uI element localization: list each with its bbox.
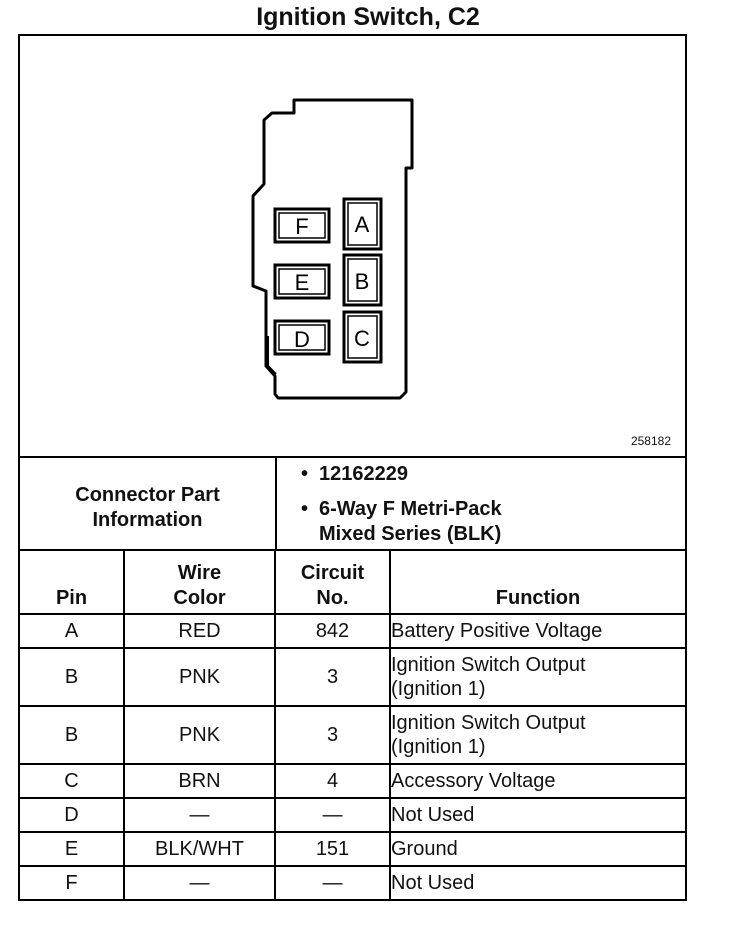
connector-info-row: Connector Part Information 12162229 6-Wa…	[20, 456, 685, 551]
cell-wire-color: BRN	[123, 763, 276, 799]
table-row: A RED 842 Battery Positive Voltage	[20, 613, 685, 649]
connector-description-line2: Mixed Series (BLK)	[319, 523, 502, 545]
connector-frame: F E D A B	[18, 34, 687, 901]
cavity-label-b: B	[355, 269, 370, 294]
connector-key	[267, 336, 277, 375]
cell-function-line1: Not Used	[391, 804, 475, 826]
cell-circuit: 151	[274, 831, 391, 867]
cavity-label-f: F	[295, 214, 308, 239]
cell-circuit: 3	[274, 705, 391, 765]
cavity-label-e: E	[295, 270, 310, 295]
cell-pin: D	[20, 797, 125, 833]
cell-wire-color: RED	[123, 613, 276, 649]
page-title: Ignition Switch, C2	[256, 3, 480, 31]
cavity-label-c: C	[354, 326, 370, 351]
header-circuit-line1: Circuit	[300, 562, 365, 584]
cavity-a: A	[342, 197, 383, 251]
cell-wire-color: —	[123, 865, 276, 899]
connector-housing	[251, 98, 414, 400]
cavity-e: E	[273, 263, 331, 300]
cell-function-line2: (Ignition 1)	[391, 678, 486, 700]
table-header-row: Pin Wire Color Circuit No. Function	[20, 549, 685, 615]
cell-function: Ignition Switch Output (Ignition 1)	[389, 647, 685, 707]
cell-wire-color: PNK	[123, 647, 276, 707]
cavity-b: B	[342, 253, 383, 307]
connector-face-drawing: F E D A B	[251, 98, 414, 400]
cell-function-line1: Ground	[391, 838, 458, 860]
connector-info-label-line1: Connector Part	[75, 483, 220, 506]
cell-function: Not Used	[389, 797, 685, 833]
cell-wire-color: PNK	[123, 705, 276, 765]
cell-circuit: 3	[274, 647, 391, 707]
cell-function-line1: Battery Positive Voltage	[391, 620, 603, 642]
table-row: E BLK/WHT 151 Ground	[20, 831, 685, 867]
cell-wire-color: —	[123, 797, 276, 833]
connector-info-list: 12162229 6-Way F Metri-Pack Mixed Series…	[277, 458, 685, 551]
cell-pin: C	[20, 763, 125, 799]
figure-id: 258182	[630, 434, 671, 448]
part-number: 12162229	[301, 462, 408, 487]
connector-diagram: F E D A B	[20, 36, 685, 456]
cell-function: Not Used	[389, 865, 685, 899]
cell-function-line1: Ignition Switch Output	[391, 712, 586, 734]
cell-function: Ignition Switch Output (Ignition 1)	[389, 705, 685, 765]
cavity-f: F	[273, 207, 331, 244]
cell-circuit: —	[274, 797, 391, 833]
connector-description: 6-Way F Metri-Pack Mixed Series (BLK)	[301, 497, 502, 547]
cell-function: Ground	[389, 831, 685, 867]
header-pin: Pin	[20, 549, 125, 615]
header-wire-line1: Wire	[177, 562, 222, 584]
table-row: F — — Not Used	[20, 865, 685, 899]
header-circuit-line2: No.	[316, 587, 349, 609]
header-circuit-no: Circuit No.	[274, 549, 391, 615]
cell-function-line1: Accessory Voltage	[391, 770, 556, 792]
cavity-label-d: D	[294, 327, 310, 352]
table-row: B PNK 3 Ignition Switch Output (Ignition…	[20, 705, 685, 765]
cavity-label-a: A	[355, 212, 370, 237]
cell-function-line2: (Ignition 1)	[391, 736, 486, 758]
cell-circuit: —	[274, 865, 391, 899]
cell-pin: F	[20, 865, 125, 899]
cell-pin: E	[20, 831, 125, 867]
cell-function: Accessory Voltage	[389, 763, 685, 799]
cell-circuit: 4	[274, 763, 391, 799]
cell-pin: A	[20, 613, 125, 649]
cavity-c: C	[342, 310, 383, 364]
cell-function: Battery Positive Voltage	[389, 613, 685, 649]
connector-info-label-line2: Information	[92, 508, 203, 531]
cell-circuit: 842	[274, 613, 391, 649]
pin-table: Pin Wire Color Circuit No. Function A RE…	[20, 549, 685, 899]
header-function: Function	[389, 549, 685, 615]
connector-description-line1: 6-Way F Metri-Pack	[319, 498, 502, 520]
header-wire-color: Wire Color	[123, 549, 276, 615]
cell-pin: B	[20, 647, 125, 707]
cell-pin: B	[20, 705, 125, 765]
table-row: D — — Not Used	[20, 797, 685, 833]
table-row: C BRN 4 Accessory Voltage	[20, 763, 685, 799]
cavity-d: D	[273, 319, 331, 356]
cell-wire-color: BLK/WHT	[123, 831, 276, 867]
header-wire-line2: Color	[173, 587, 226, 609]
cell-function-line1: Ignition Switch Output	[391, 654, 586, 676]
cell-function-line1: Not Used	[391, 872, 475, 894]
connector-info-label: Connector Part Information	[20, 458, 277, 551]
table-row: B PNK 3 Ignition Switch Output (Ignition…	[20, 647, 685, 707]
